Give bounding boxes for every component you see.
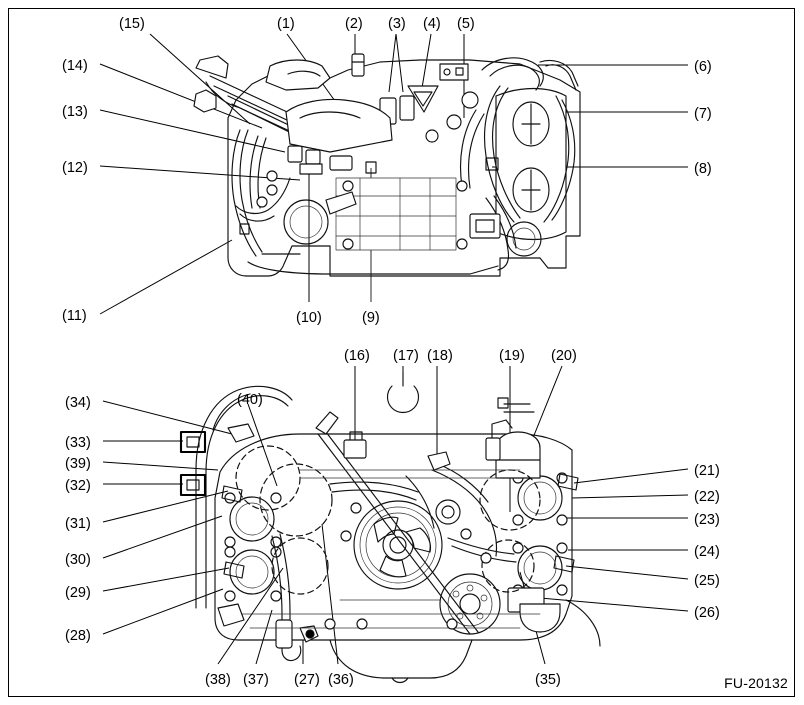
callout-9: (9) — [362, 310, 380, 326]
callout-5: (5) — [457, 16, 475, 32]
callout-39: (39) — [65, 456, 91, 472]
callout-12: (12) — [62, 160, 88, 176]
callout-34: (34) — [65, 395, 91, 411]
callout-8: (8) — [694, 161, 712, 177]
callout-3: (3) — [388, 16, 406, 32]
callout-28: (28) — [65, 628, 91, 644]
callout-36: (36) — [328, 672, 354, 688]
callout-13: (13) — [62, 104, 88, 120]
callout-27: (27) — [294, 672, 320, 688]
callout-15: (15) — [119, 16, 145, 32]
callout-18: (18) — [427, 348, 453, 364]
callout-10: (10) — [296, 310, 322, 326]
callout-33: (33) — [65, 435, 91, 451]
callout-21: (21) — [694, 463, 720, 479]
callout-24: (24) — [694, 544, 720, 560]
callout-17: (17) — [393, 348, 419, 364]
callout-38: (38) — [205, 672, 231, 688]
callout-11: (11) — [62, 308, 87, 324]
callout-2: (2) — [345, 16, 363, 32]
callout-37: (37) — [243, 672, 269, 688]
callout-30: (30) — [65, 552, 91, 568]
callout-23: (23) — [694, 512, 720, 528]
callout-7: (7) — [694, 106, 712, 122]
callout-20: (20) — [551, 348, 577, 364]
callout-25: (25) — [694, 573, 720, 589]
callout-16: (16) — [344, 348, 370, 364]
callout-29: (29) — [65, 585, 91, 601]
callout-1: (1) — [277, 16, 295, 32]
callout-32: (32) — [65, 478, 91, 494]
figure-id-label: FU-20132 — [724, 675, 788, 691]
callout-35: (35) — [535, 672, 561, 688]
callout-6: (6) — [694, 59, 712, 75]
figure-border — [8, 8, 795, 697]
callout-26: (26) — [694, 605, 720, 621]
callout-19: (19) — [499, 348, 525, 364]
callout-14: (14) — [62, 58, 88, 74]
callout-4: (4) — [423, 16, 441, 32]
callout-22: (22) — [694, 489, 720, 505]
callout-31: (31) — [65, 516, 91, 532]
callout-40: (40) — [237, 392, 263, 408]
